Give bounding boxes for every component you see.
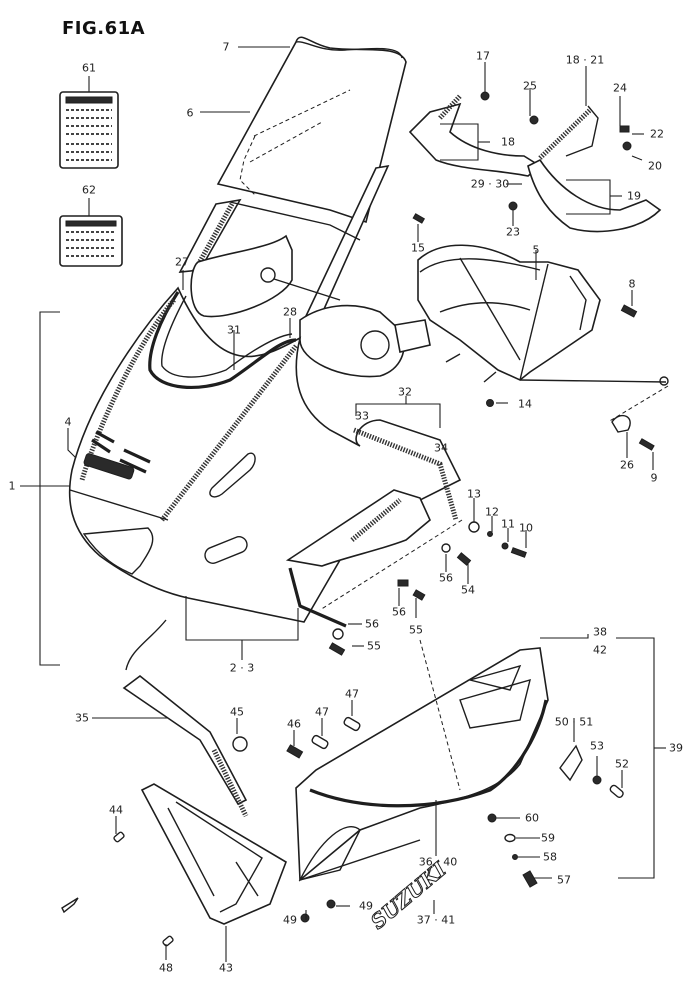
label-20: 20 [648,159,662,173]
caution-label-61 [59,76,119,169]
label-8: 8 [628,277,636,291]
label-45: 45 [230,705,244,719]
label-54: 54 [461,583,475,597]
label-33: 33 [355,409,369,423]
label-49-a: 49 [283,913,297,927]
label-36-40: 36 · 40 [418,855,458,869]
label-37-41: 37 · 41 [416,913,456,927]
label-28: 28 [283,305,297,319]
label-22: 22 [650,127,664,141]
label-29-30: 29 · 30 [470,177,510,191]
label-13: 13 [467,487,481,501]
label-14: 14 [518,397,532,411]
label-47-a: 47 [315,705,329,719]
label-55-b: 55 [367,639,381,653]
label-56-b: 56 [392,605,406,619]
label-17: 17 [476,49,490,63]
label-43: 43 [219,961,233,975]
cowling-stay [122,619,249,818]
label-53: 53 [590,739,604,753]
label-26: 26 [620,458,634,472]
label-34: 34 [434,441,448,455]
caution-label-62 [59,198,123,267]
fasteners [61,91,655,947]
label-57: 57 [557,873,571,887]
label-9: 9 [650,471,658,485]
label-35: 35 [75,711,89,725]
label-52: 52 [615,757,629,771]
label-48: 48 [159,961,173,975]
label-10: 10 [519,521,533,535]
label-44: 44 [109,803,123,817]
label-27: 27 [175,255,189,269]
label-49-b: 49 [359,899,373,913]
label-55-a: 55 [409,623,423,637]
label-12: 12 [485,505,499,519]
side-bracket-assembly [408,94,662,233]
label-19: 19 [627,189,641,203]
label-62: 62 [82,183,96,197]
screen-stay [178,164,431,378]
label-56-c: 56 [365,617,379,631]
label-11: 11 [501,517,515,531]
label-42: 42 [593,643,607,657]
windscreen [216,36,407,224]
label-23: 23 [506,225,520,239]
label-60: 60 [525,811,539,825]
label-47-b: 47 [345,687,359,701]
label-2-3: 2 · 3 [229,661,255,675]
lower-cowling: SUZUKI [140,639,549,934]
label-15: 15 [411,241,425,255]
label-7: 7 [222,40,230,54]
label-6: 6 [186,106,194,120]
label-32: 32 [398,385,412,399]
label-18-21: 18 · 21 [565,53,605,67]
label-59: 59 [541,831,555,845]
label-25: 25 [523,79,537,93]
label-24: 24 [613,81,627,95]
label-18: 18 [501,135,515,149]
label-50-51: 50 · 51 [554,715,594,729]
label-39: 39 [669,741,683,755]
inner-panel [285,427,463,628]
label-4: 4 [64,415,72,429]
fairing-brace [417,244,669,423]
label-1: 1 [8,479,16,493]
label-38: 38 [593,625,607,639]
label-5: 5 [532,243,540,257]
leader-lines [20,46,666,962]
label-58: 58 [543,850,557,864]
label-56-a: 56 [439,571,453,585]
label-46: 46 [287,717,301,731]
label-31: 31 [227,323,241,337]
label-61: 61 [82,61,96,75]
figure-title: FIG.61A [62,18,146,39]
